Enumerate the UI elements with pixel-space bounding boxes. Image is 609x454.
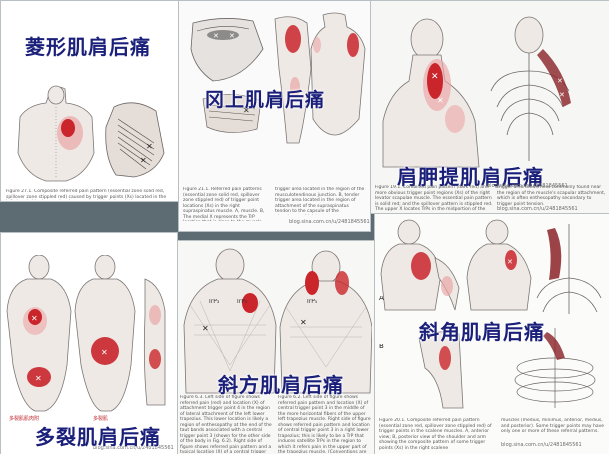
levator-caption-right: trigger area tenderness commonly found n… [497, 185, 606, 207]
svg-text:✕: ✕ [202, 324, 209, 333]
multifidus-watermark: blog.sina.com.cn/u/2481845561 [93, 445, 174, 451]
multifidus-label: 多裂肌肩后痛 [35, 425, 161, 449]
scalene-panel: ✕ A B 斜角肌肩后痛 Figur [374, 213, 609, 454]
scalene-letter-b: B [379, 344, 384, 350]
supraspinatus-label: 冈上肌肩后痛 [205, 89, 326, 111]
trapezius-caption-right: Figure 6.2. Left side of figure shows re… [278, 395, 371, 453]
scalene-label: 斜角肌肩后痛 [419, 320, 545, 344]
supraspinatus-watermark: blog.sina.com.cn/u/2481845561 [289, 219, 370, 225]
trap-tp4: TrP₄ [236, 299, 248, 305]
scalene-caption: Figure 20.1. Composite referred pain pat… [379, 418, 492, 451]
levator-watermark-2: blog.sina.com.cn/u/2481845561 [497, 206, 578, 212]
svg-text:✕: ✕ [35, 374, 42, 383]
levator-label: 肩胛提肌肩后痛 [397, 165, 544, 189]
supraspinatus-caption: Figure 21.1. Referred pain patterns (ess… [183, 187, 265, 221]
svg-text:✕: ✕ [300, 318, 307, 327]
svg-text:✕: ✕ [557, 77, 563, 85]
levator-watermark: blog.sina.com.cn/u/2481845561 [487, 183, 568, 189]
trap-tp5: TrP₅ [306, 299, 318, 305]
scalene-caption-right: muscles (medius, minimus, anterior, medi… [501, 418, 605, 434]
svg-text:✕: ✕ [507, 258, 513, 266]
multifidus-figure: ✕ ✕ ✕ [5, 255, 175, 415]
multifidus-tag-right: 多裂肌 [93, 416, 109, 422]
scalene-figure: ✕ [379, 218, 607, 414]
svg-text:✕: ✕ [243, 106, 250, 115]
supraspinatus-caption-right: trigger area located in the region of th… [275, 187, 365, 215]
scalene-letter-a: A [379, 296, 384, 302]
levator-figure: ✕ ✕ ✕ ✕ [379, 11, 605, 171]
svg-text:✕: ✕ [229, 32, 235, 40]
svg-text:✕: ✕ [146, 142, 153, 151]
trapezius-caption-left: Figure 6.3. Left side of figure shows re… [180, 395, 272, 453]
multifidus-tag-left: 多裂肌肌肉附 [9, 416, 40, 422]
svg-text:✕: ✕ [140, 156, 147, 165]
svg-text:✕: ✕ [31, 314, 38, 323]
rhomboid-figure: ✕ ✕ [6, 83, 174, 188]
rhomboid-caption: Figure 27.1. Composite referred pain pat… [6, 189, 167, 200]
rhomboid-label: 菱形肌肩后痛 [25, 35, 151, 59]
trapezius-figure: ✕ ✕ [180, 245, 372, 395]
trap-tp3: TrP₃ [208, 299, 220, 305]
scalene-watermark: blog.sina.com.cn/u/2481845561 [501, 442, 582, 448]
svg-text:✕: ✕ [431, 72, 439, 82]
trapezius-label: 斜方肌肩后痛 [218, 373, 344, 397]
multifidus-panel: ✕ ✕ ✕ 多裂肌肌肉附 多裂肌 blog.sina.com.cn/u/2481… [0, 232, 178, 454]
trapezius-panel: ✕ ✕ TrP₃ TrP₄ TrP₅ 斜方肌肩后痛 Figure 6.3. Le… [177, 240, 375, 454]
supraspinatus-panel: ✕ ✕ ✕ 冈上肌肩后痛 Figure 21.1. Referred pain … [178, 0, 371, 232]
svg-text:✕: ✕ [559, 91, 565, 99]
supraspinatus-figure: ✕ ✕ ✕ [183, 9, 367, 151]
levator-panel: ✕ ✕ ✕ ✕ 肩胛提肌肩后痛 Figure 19.1. Combined pa… [370, 0, 609, 214]
svg-text:✕: ✕ [101, 348, 108, 357]
svg-text:✕: ✕ [437, 96, 444, 105]
svg-text:✕: ✕ [213, 32, 219, 40]
levator-caption: Figure 19.1. Combined pain pattern (dark… [375, 185, 493, 211]
rhomboid-panel: 菱形肌肩后痛 ✕ ✕ Figure 27.1. Composite referr… [0, 0, 179, 202]
